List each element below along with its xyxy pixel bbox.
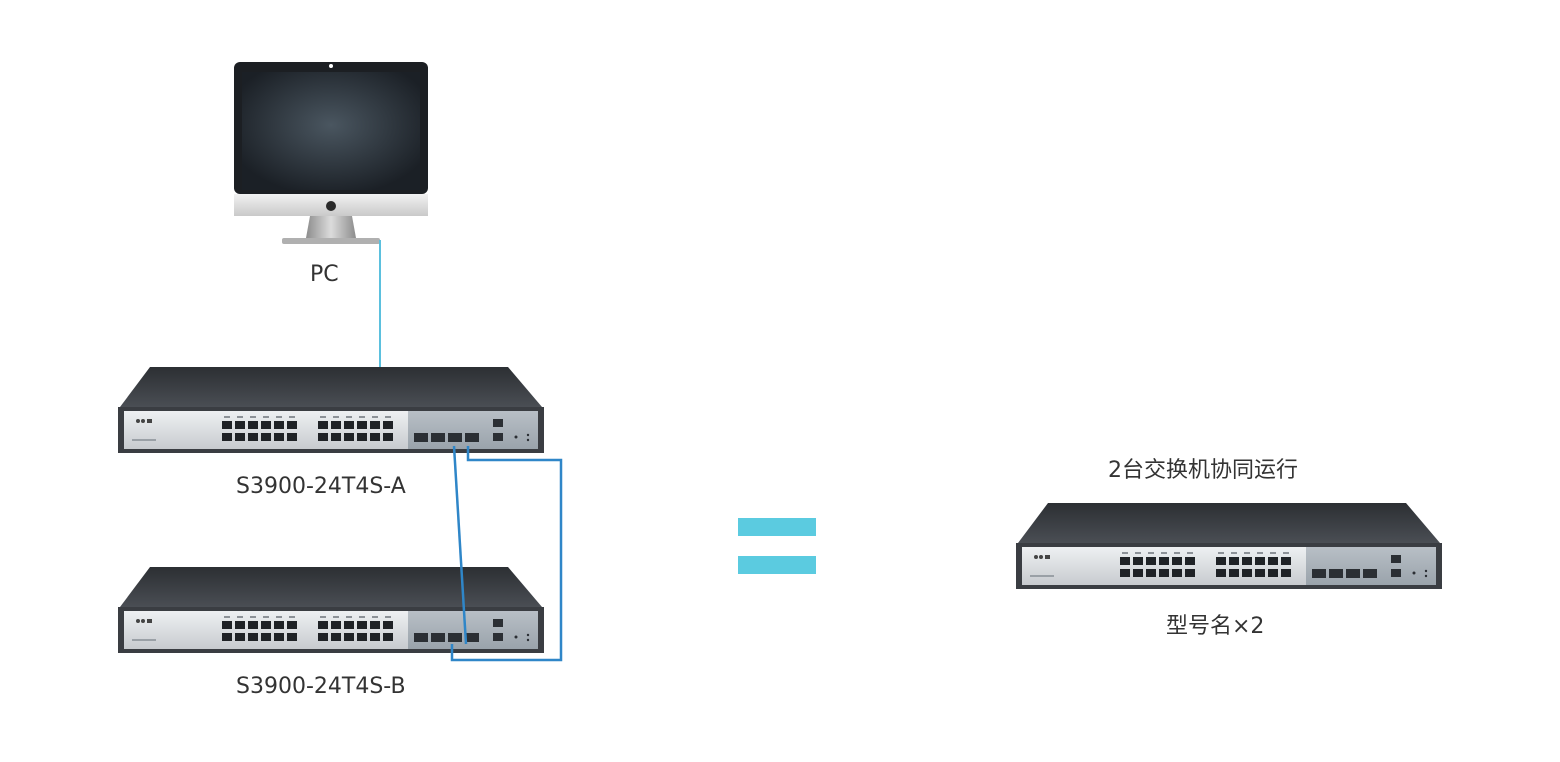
pc-label: PC bbox=[310, 262, 339, 287]
stack-cable bbox=[452, 445, 468, 645]
stacked-switch-icon bbox=[1016, 503, 1442, 589]
model-caption: 型号名×2 bbox=[1166, 614, 1265, 639]
pc-monitor-icon bbox=[234, 62, 428, 244]
switch-a-icon bbox=[118, 367, 544, 453]
stack-cable bbox=[450, 446, 563, 662]
equals-icon bbox=[738, 518, 816, 574]
switch-b-icon bbox=[118, 567, 544, 653]
stack-title: 2台交换机协同运行 bbox=[1108, 458, 1298, 483]
switch-b-label: S3900-24T4S-B bbox=[236, 674, 406, 699]
switch-a-label: S3900-24T4S-A bbox=[236, 474, 406, 499]
